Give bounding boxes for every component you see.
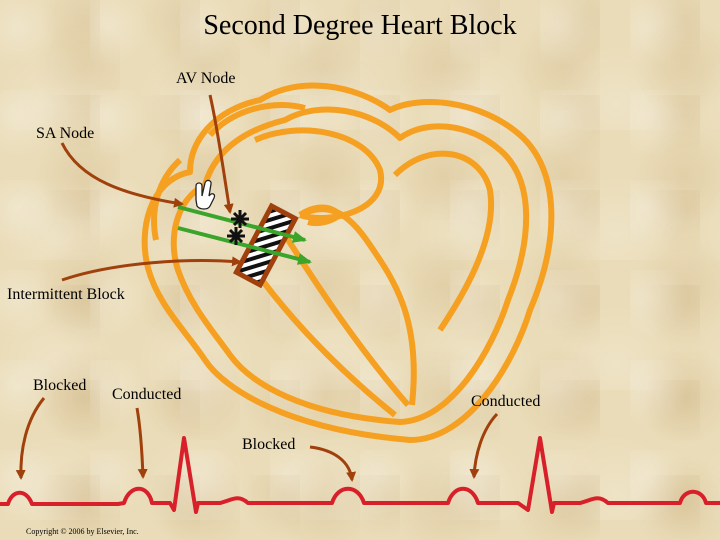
ventricle-inner-curve: [298, 206, 417, 406]
sa-node-arrow: [60, 142, 184, 208]
blocked-left-arrow: [15, 397, 46, 480]
heart-outer-wall: [141, 82, 555, 443]
pointing-hand-icon: [195, 179, 216, 210]
intermittent-block-arrow: [61, 256, 242, 282]
blocked-label-center: Blocked: [242, 436, 296, 453]
heart-outline: [141, 82, 555, 443]
heart-inner-wall: [170, 106, 530, 425]
blocked-label-left: Blocked: [33, 377, 87, 394]
av-node-arrow: [208, 94, 234, 214]
page-title: Second Degree Heart Block: [203, 10, 517, 41]
conducted-left-arrow: [135, 407, 148, 479]
conducted-label-left: Conducted: [112, 386, 182, 403]
block-mark-lower: [227, 227, 245, 245]
blocked-center-arrow: [309, 445, 357, 482]
septum-line-2: [259, 278, 397, 418]
av-node-bar: [232, 202, 299, 289]
conduction-path-lower: [177, 226, 312, 265]
copyright-notice: Copyright © 2006 by Elsevier, Inc.: [26, 527, 139, 536]
av-node-label: AV Node: [176, 70, 236, 87]
block-marks: [227, 210, 249, 245]
intermittent-block-label: Intermittent Block: [7, 286, 125, 303]
sa-node-label: SA Node: [36, 125, 95, 142]
ecg-trace: [0, 436, 720, 514]
conducted-right-arrow: [469, 412, 499, 479]
left-side-curve: [151, 157, 183, 241]
small-lobe: [298, 204, 343, 227]
right-chamber-curve: [392, 150, 495, 332]
conducted-label-right: Conducted: [471, 393, 541, 410]
label-arrows: [15, 94, 499, 482]
block-mark-upper: [231, 210, 249, 228]
top-lobe-curve: [207, 102, 306, 138]
